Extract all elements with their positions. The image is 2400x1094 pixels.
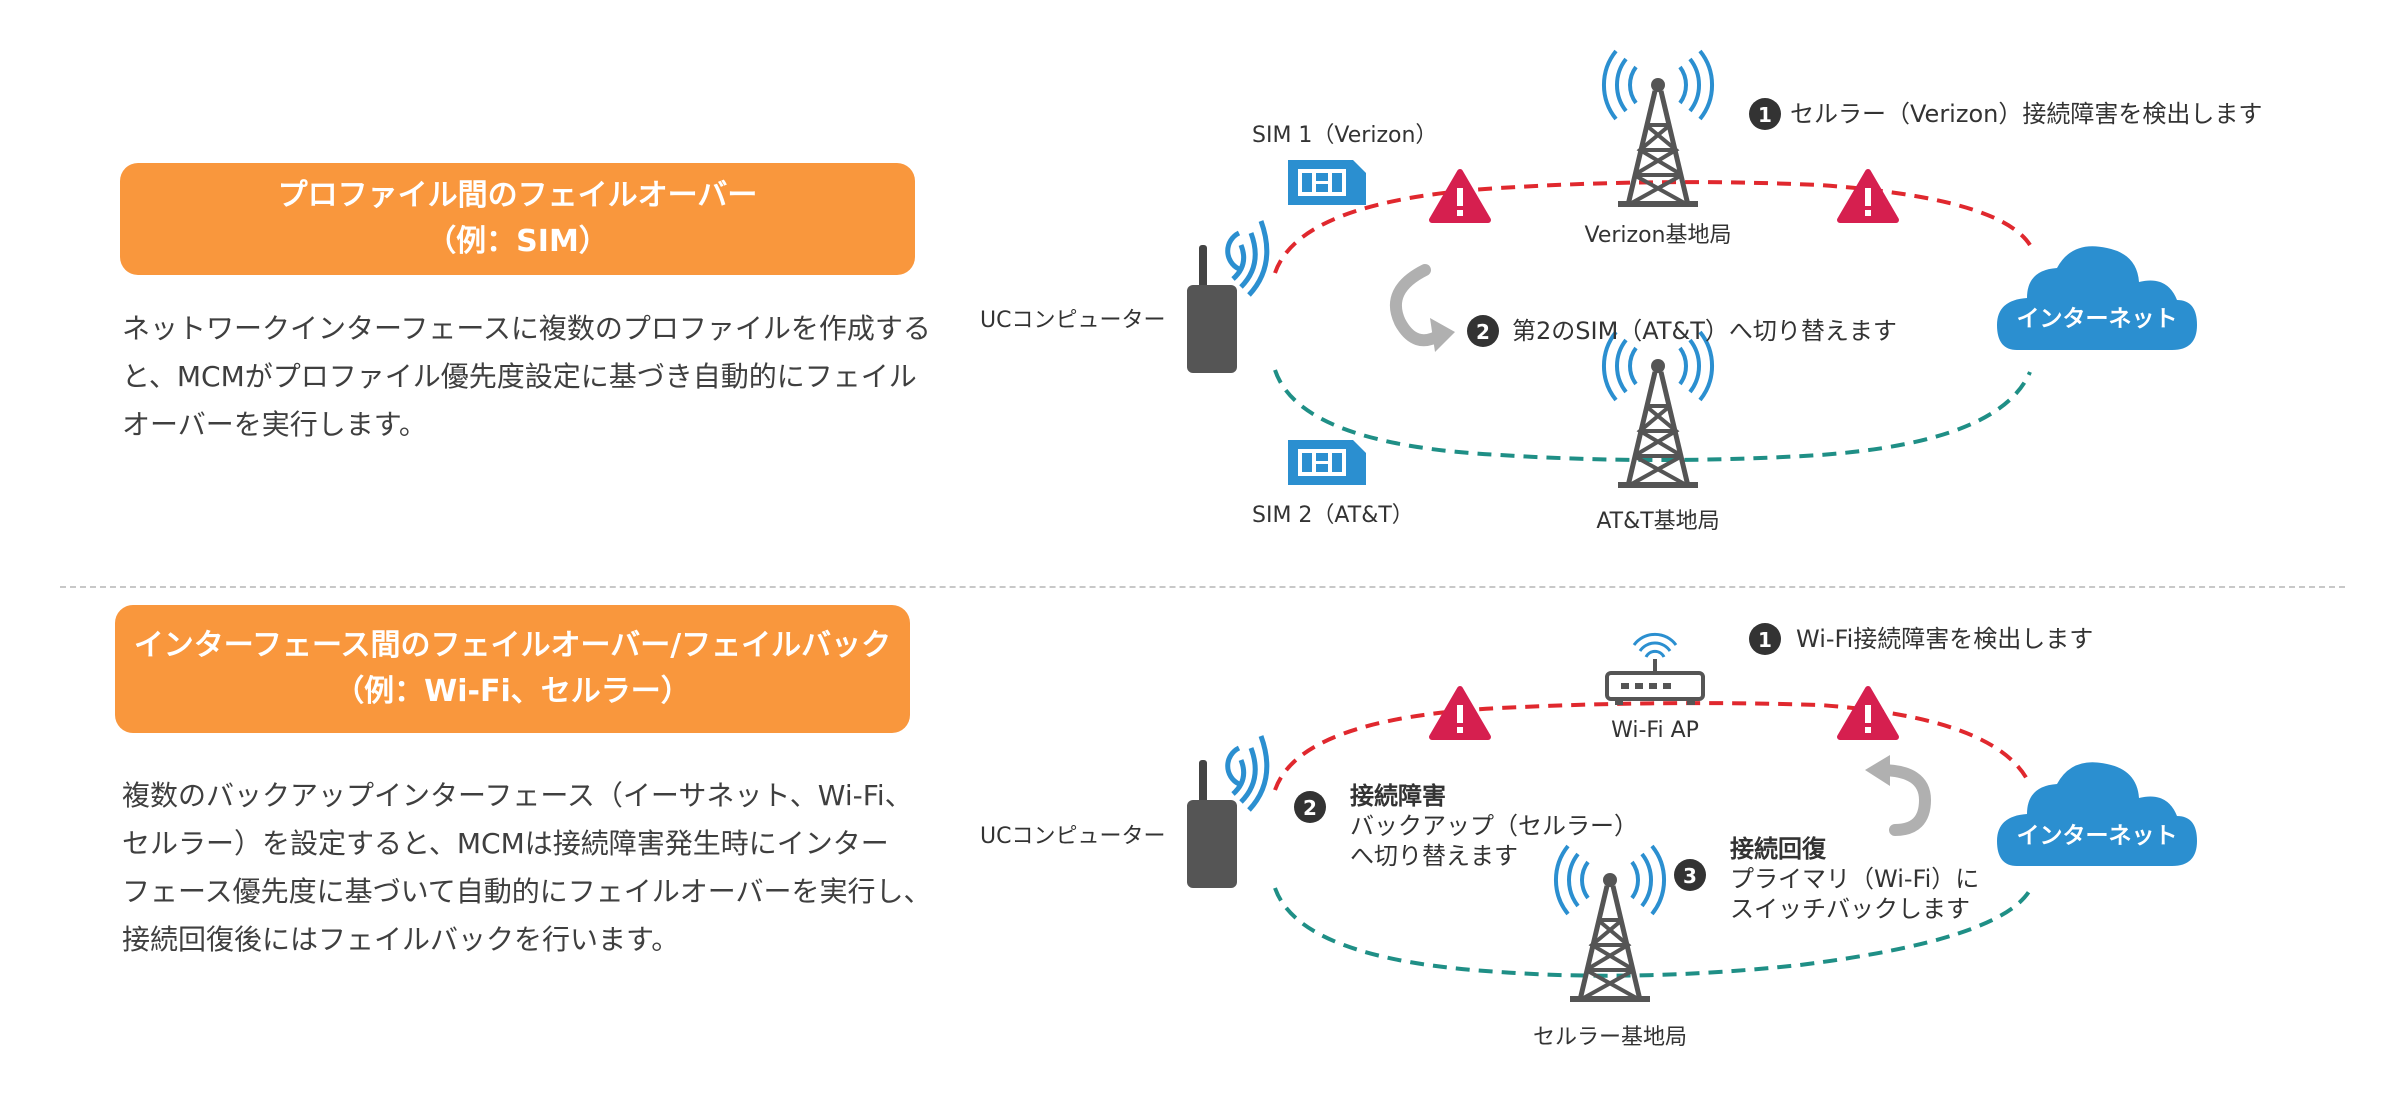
section1-title-badge: プロファイル間のフェイルオーバー （例：SIM） [120, 163, 915, 275]
uc-computer-icon [1187, 221, 1267, 373]
curved-arrow-icon [1874, 764, 1932, 836]
wifi-router-icon [1605, 632, 1705, 707]
step1-number-text: 1 [1758, 103, 1772, 127]
section2-desc-line: セルラー）を設定すると、MCMは接続障害発生時にインター [122, 827, 889, 860]
section1-desc-line: ネットワークインターフェースに複数のプロファイルを作成する [122, 312, 931, 345]
step2-text: 第2のSIM（AT&T）へ切り替えます [1512, 317, 1897, 345]
step1-number-text: 1 [1758, 628, 1772, 652]
tower-label: セルラー基地局 [1533, 1025, 1687, 1050]
internet-label: インターネット [2017, 306, 2178, 332]
cloud-icon [1997, 762, 2197, 866]
step1-number [1749, 98, 1781, 130]
step2-number [1294, 791, 1326, 823]
backup-path [1273, 369, 2032, 462]
section1-title-line1: プロファイル間のフェイルオーバー [277, 178, 758, 213]
step3-title: 接続回復 [1730, 835, 1827, 863]
sim2-label: SIM 2（AT&T） [1252, 503, 1414, 528]
tower-bottom-label: AT&T基地局 [1596, 509, 1719, 534]
step3-line1: プライマリ（Wi-Fi）に [1730, 865, 1979, 893]
step3-number [1674, 859, 1706, 891]
step3-line2: スイッチバックします [1730, 895, 1970, 923]
step2-number-text: 2 [1303, 796, 1317, 820]
cell-tower-icon [1604, 332, 1712, 488]
step2-number-text: 2 [1476, 320, 1490, 344]
section2-title-badge: インターフェース間のフェイルオーバー/フェイルバック （例：Wi-Fi、セルラー… [115, 605, 910, 733]
step2-line1: バックアップ（セルラー） [1350, 812, 1638, 840]
warning-icon [1840, 172, 1896, 220]
cell-tower-icon [1556, 846, 1664, 1002]
section2-desc-line: 接続回復後にはフェイルバックを行います。 [122, 923, 680, 956]
section2-title-line2: （例：Wi-Fi、セルラー） [334, 674, 691, 709]
warning-icon [1840, 689, 1896, 737]
uc-label: UCコンピューター [980, 308, 1165, 333]
step2-number [1467, 315, 1499, 347]
section1-desc-line: オーバーを実行します。 [122, 408, 427, 441]
internet-label: インターネット [2017, 823, 2178, 849]
step2-line2: へ切り替えます [1350, 842, 1518, 870]
section-divider [60, 586, 2345, 588]
sim1-label: SIM 1（Verizon） [1252, 123, 1437, 148]
section2-description: 複数のバックアップインターフェース（イーサネット、Wi-Fi、 セルラー）を設定… [122, 772, 931, 964]
section2-desc-line: フェース優先度に基づいて自動的にフェイルオーバーを実行し、 [122, 875, 932, 908]
sim-card-icon [1288, 440, 1366, 485]
step1-text: Wi-Fi接続障害を検出します [1796, 625, 2093, 653]
uc-label: UCコンピューター [980, 824, 1165, 849]
section2-title-line1: インターフェース間のフェイルオーバー/フェイルバック [133, 628, 892, 663]
step1-number [1749, 623, 1781, 655]
section1-title-line2: （例：SIM） [426, 224, 609, 259]
section1-desc-line: と、MCMがプロファイル優先度設定に基づき自動的にフェイル [122, 360, 917, 393]
uc-computer-icon [1187, 736, 1267, 888]
cloud-icon [1997, 246, 2197, 350]
warning-icon [1432, 172, 1488, 220]
wifi-label: Wi-Fi AP [1611, 718, 1699, 743]
step2-title: 接続障害 [1350, 782, 1446, 810]
curved-arrow-icon [1390, 264, 1446, 347]
section2-desc-line: 複数のバックアップインターフェース（イーサネット、Wi-Fi、 [122, 779, 913, 812]
sim-card-icon [1288, 160, 1366, 205]
step1-text: セルラー（Verizon）接続障害を検出します [1790, 100, 2262, 128]
tower-top-label: Verizon基地局 [1585, 223, 1732, 248]
step3-number-text: 3 [1683, 864, 1697, 888]
backup-path [1273, 887, 2032, 978]
section1-description: ネットワークインターフェースに複数のプロファイルを作成する と、MCMがプロファ… [122, 305, 931, 449]
failure-path [1273, 701, 2032, 791]
